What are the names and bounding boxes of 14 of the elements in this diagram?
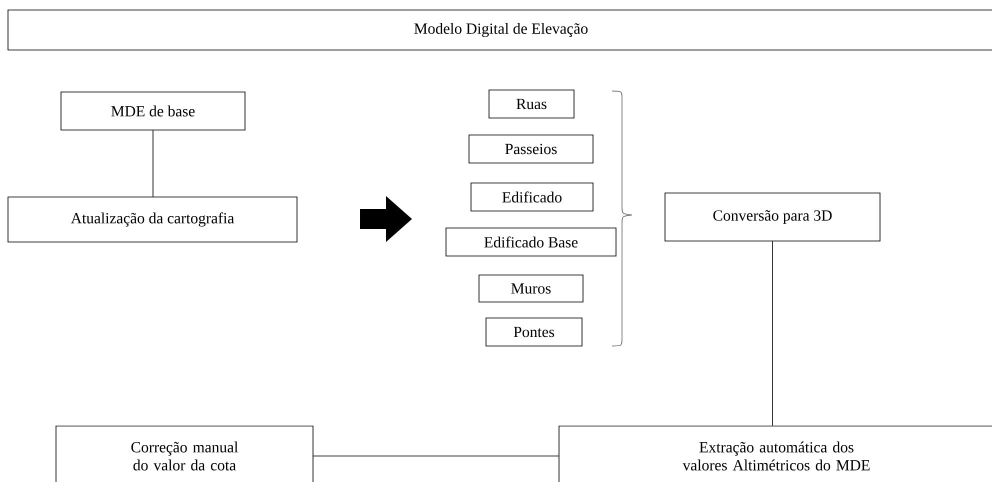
title-box: Modelo Digital de Elevação xyxy=(8,10,992,50)
process-box: Extração automática dos valores Altimétricos do MDE xyxy=(558,426,992,482)
process-box: Atualização da cartografia xyxy=(8,196,298,242)
process-box: Muros xyxy=(478,274,584,302)
connector-line xyxy=(152,130,154,197)
process-box: Edificado xyxy=(470,182,594,212)
process-box: Correção manual do valor da cota xyxy=(56,426,314,482)
process-box: Edificado Base xyxy=(446,228,616,256)
process-box: MDE de base xyxy=(60,92,246,130)
connector-line xyxy=(772,241,773,426)
process-box: Conversão para 3D xyxy=(664,192,880,242)
process-box: Ruas xyxy=(488,90,574,118)
process-box: Passeios xyxy=(468,134,594,164)
process-box: Pontes xyxy=(486,318,582,346)
